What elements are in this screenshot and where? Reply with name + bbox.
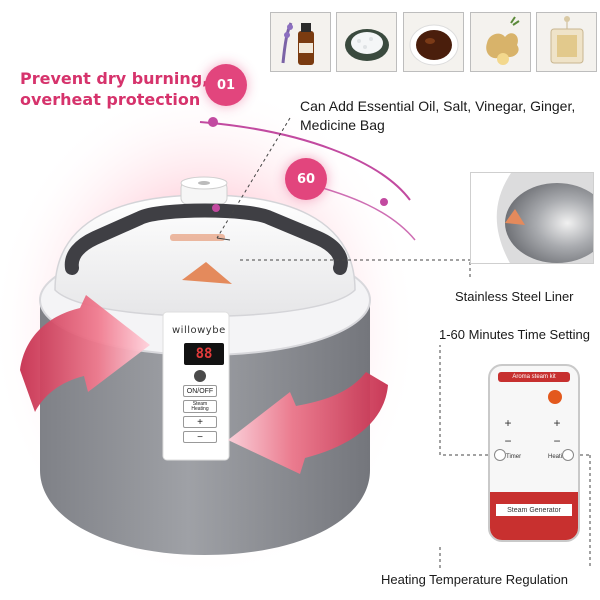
ginger-icon [486,16,520,65]
remote-timer-plus[interactable]: + [504,416,512,430]
headline-line-2: overheat protection [20,90,201,109]
headline-line-1: Prevent dry burning, [20,69,209,88]
remote-timer-label: Timer [506,454,522,460]
steam-heating-button[interactable]: Steam Heating [183,400,217,413]
steel-liner-icon [471,173,593,263]
essential-oil-thumb [270,12,331,72]
remote-heat-plus[interactable]: + [553,416,561,430]
remote-header: Aroma steam kit [498,372,570,382]
remote-power-button[interactable] [548,390,562,404]
indicator-knob [194,370,206,382]
vinegar-icon [409,24,459,66]
additives-callout: Can Add Essential Oil, Salt, Vinegar, Gi… [300,98,576,133]
liner-photo [470,172,594,264]
medicine-bag-thumb [536,12,597,72]
power-button[interactable]: ON/OFF [183,385,217,397]
remote-heating-label: Heating [548,454,569,460]
heating-marker [562,449,574,461]
medicine-bag-icon [550,16,584,64]
temperature-callout: Heating Temperature Regulation [381,572,568,587]
minus-button[interactable]: − [183,431,217,443]
aroma-tray [182,262,232,284]
circulation-arrow-right [228,372,388,474]
plus-button[interactable]: + [183,416,217,428]
remote-timer-minus[interactable]: − [504,434,512,448]
protection-badge: 01 [205,64,247,106]
timer-badge: 60 [285,158,327,200]
orbit-dot [208,117,218,127]
vinegar-thumb [403,12,464,72]
orbit-dot-3 [380,198,388,206]
brand-logo: willowybe [172,325,226,336]
led-display: 88 [184,343,224,365]
essential-oil-icon [281,22,314,65]
ginger-thumb [470,12,531,72]
orbit-dot-2 [212,204,220,212]
remote-footer-band [490,492,578,540]
remote-heat-minus[interactable]: − [553,434,561,448]
liner-callout: Stainless Steel Liner [455,289,574,304]
timer-callout: 1-60 Minutes Time Setting [439,327,591,342]
headline: Prevent dry burning, overheat protection [20,68,208,110]
salt-icon [345,29,389,61]
timer-marker [494,449,506,461]
circulation-arrow-left [20,295,150,412]
salt-thumb [336,12,397,72]
remote-footer: Steam Generator [496,504,572,516]
orbit-line [199,121,411,201]
lid-handle [64,203,348,275]
